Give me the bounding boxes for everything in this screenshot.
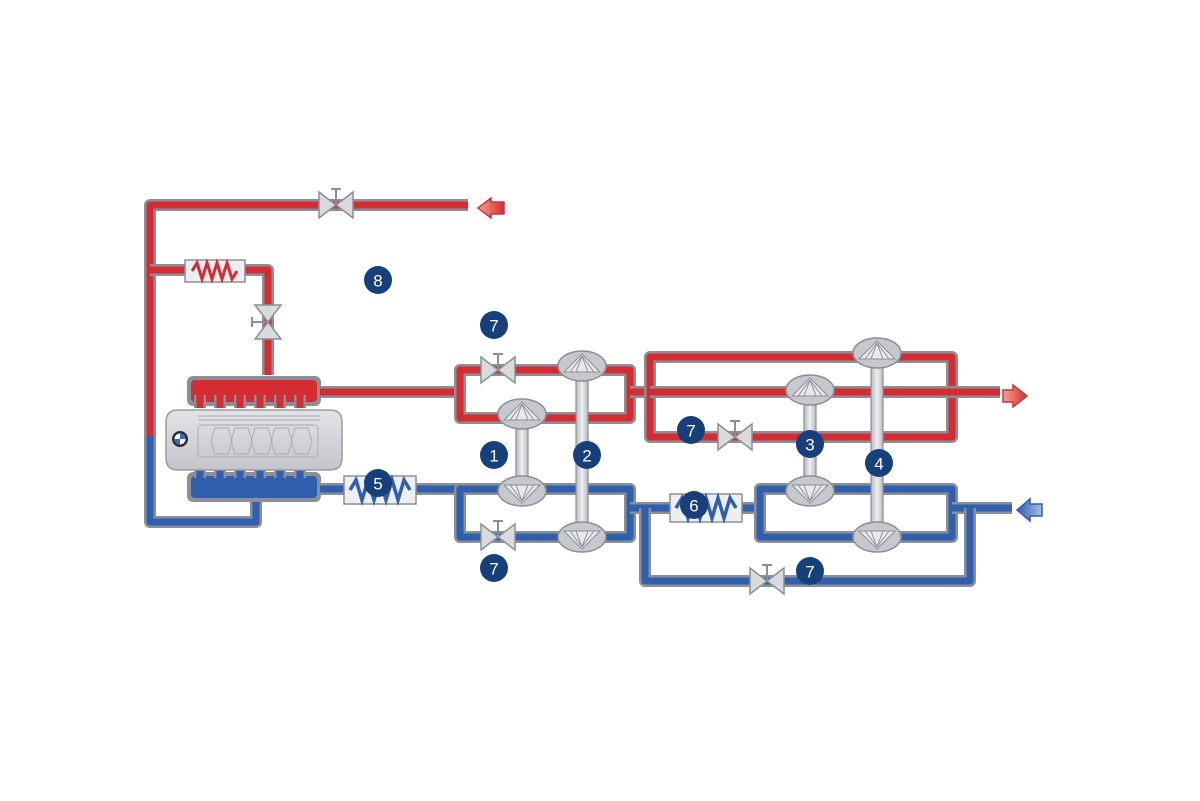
compressor-wheel-icon — [852, 521, 902, 553]
callout-badge-1: 1 — [480, 441, 508, 469]
svg-text:7: 7 — [489, 560, 498, 579]
valve-icon — [749, 564, 785, 596]
cooler-coil-icon — [190, 257, 239, 285]
turbocharger-1 — [497, 398, 547, 507]
callout-badge-7: 7 — [480, 311, 508, 339]
exhaust-cooler — [184, 257, 246, 285]
valve-icon — [480, 520, 516, 552]
svg-text:4: 4 — [874, 455, 883, 474]
air-intake-arrow-icon — [1015, 497, 1043, 523]
callout-badge-7: 7 — [796, 557, 824, 585]
svg-text:3: 3 — [805, 436, 814, 455]
turbine-wheel-icon — [497, 398, 547, 430]
svg-text:7: 7 — [805, 563, 814, 582]
callout-badge-5: 5 — [364, 469, 392, 497]
valve-icon — [480, 353, 516, 385]
compressor-wheel-icon — [785, 475, 835, 507]
svg-text:7: 7 — [686, 422, 695, 441]
callout-badge-7: 7 — [480, 554, 508, 582]
engine-block-icon — [165, 409, 343, 471]
turbine-wheel-icon — [852, 337, 902, 369]
svg-text:2: 2 — [582, 447, 591, 466]
svg-text:6: 6 — [689, 497, 698, 516]
valve-icon — [318, 188, 354, 220]
bmw-logo-icon — [172, 431, 188, 447]
exhaust-outlet-arrow-icon — [476, 196, 505, 220]
turbine-wheel-icon — [557, 350, 607, 382]
callout-badge-8: 8 — [364, 266, 392, 294]
svg-text:1: 1 — [489, 447, 498, 466]
callout-badge-6: 6 — [680, 491, 708, 519]
svg-text:5: 5 — [373, 475, 382, 494]
compressor-wheel-icon — [497, 475, 547, 507]
compressor-wheel-icon — [557, 521, 607, 553]
valve-icon — [251, 304, 283, 340]
callout-badge-3: 3 — [796, 430, 824, 458]
turbine-wheel-icon — [785, 374, 835, 406]
exhaust-outlet-arrow-icon — [1002, 383, 1029, 409]
callout-badge-7: 7 — [677, 416, 705, 444]
svg-text:7: 7 — [489, 317, 498, 336]
exhaust-pipes — [144, 199, 1000, 443]
callout-badge-2: 2 — [573, 441, 601, 469]
svg-text:8: 8 — [373, 272, 382, 291]
valve-icon — [717, 420, 753, 452]
turbocharger-4 — [852, 337, 902, 553]
callout-badge-4: 4 — [865, 449, 893, 477]
